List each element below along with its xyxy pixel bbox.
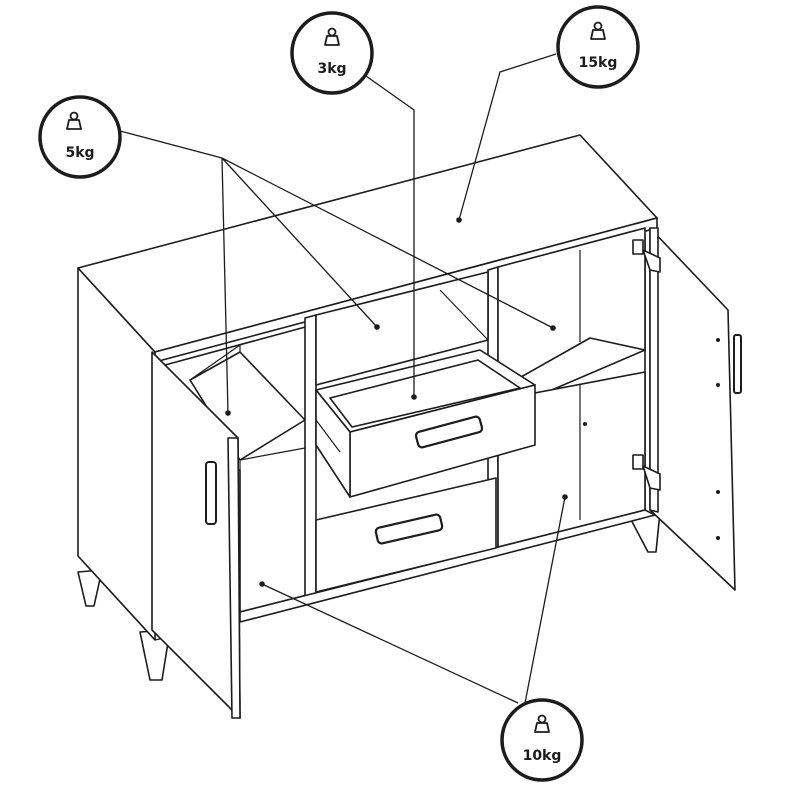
badge-10kg: 10kg xyxy=(500,698,584,782)
left-door-handle[interactable] xyxy=(205,461,217,525)
sideboard xyxy=(77,134,742,719)
badge-5kg: 5kg xyxy=(38,95,122,179)
leader-lines xyxy=(119,53,566,704)
right-door-handle[interactable] xyxy=(733,334,742,394)
svg-text:15kg: 15kg xyxy=(579,55,618,71)
svg-text:3kg: 3kg xyxy=(317,61,346,77)
drawer-lower-handle[interactable] xyxy=(374,513,444,545)
drawer-upper-open[interactable] xyxy=(315,349,536,498)
right-door[interactable] xyxy=(632,227,742,591)
badge-15kg: 15kg xyxy=(556,5,640,89)
hinge-bottom xyxy=(632,454,661,491)
left-door[interactable] xyxy=(151,351,241,719)
center-divider-left xyxy=(304,314,317,599)
badge-3kg: 3kg xyxy=(290,11,374,95)
hinge-top xyxy=(632,239,661,273)
svg-text:10kg: 10kg xyxy=(523,748,562,764)
drawer-upper-handle[interactable] xyxy=(414,415,484,449)
load-points xyxy=(225,217,568,587)
svg-text:5kg: 5kg xyxy=(65,145,94,161)
